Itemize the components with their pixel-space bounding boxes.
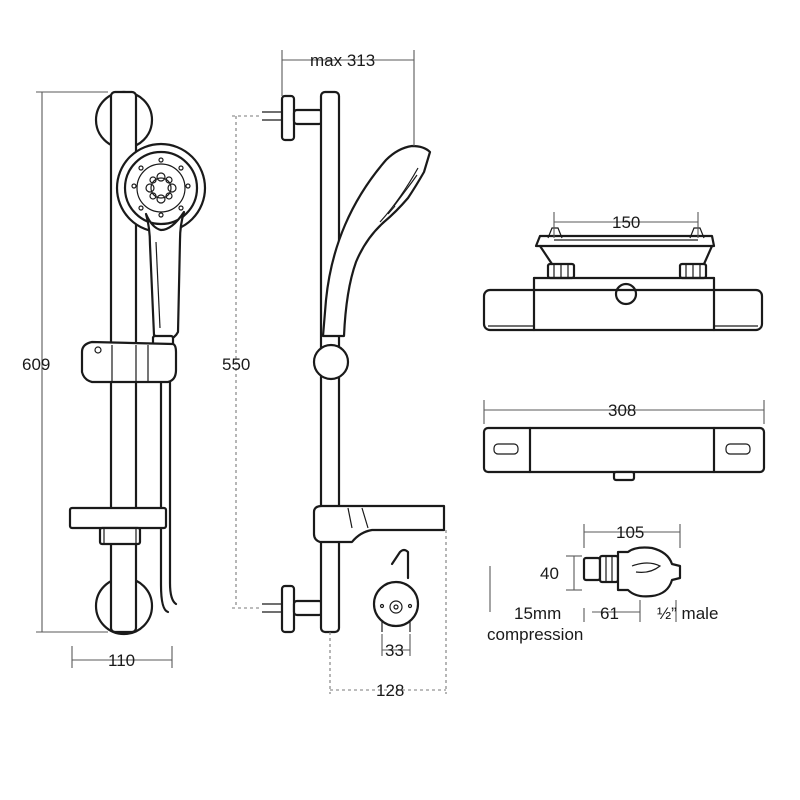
label-elbow-depth: 61 bbox=[600, 604, 619, 623]
label-max-projection: max 313 bbox=[310, 51, 375, 70]
label-valve-centres: 150 bbox=[612, 213, 640, 232]
label-hose-diameter: 33 bbox=[385, 641, 404, 660]
label-bracket-height: 550 bbox=[222, 355, 250, 374]
elbow-fitting bbox=[489, 524, 682, 622]
label-rail-height: 609 bbox=[22, 355, 50, 374]
valve-top-view bbox=[482, 212, 764, 332]
rail-front-view bbox=[36, 90, 207, 668]
outlet-detail bbox=[372, 548, 420, 656]
label-compression-size: 15mm bbox=[514, 604, 561, 623]
label-soap-dish-depth: 128 bbox=[376, 681, 404, 700]
label-elbow-length: 105 bbox=[616, 523, 644, 542]
valve-front-view bbox=[482, 400, 766, 482]
label-rail-width: 110 bbox=[108, 651, 135, 670]
label-thread: ½” male bbox=[657, 604, 718, 623]
label-valve-width: 308 bbox=[608, 401, 636, 420]
rail-side-view bbox=[232, 50, 447, 694]
label-compression: compression bbox=[487, 625, 583, 644]
label-elbow-height: 40 bbox=[540, 564, 559, 583]
